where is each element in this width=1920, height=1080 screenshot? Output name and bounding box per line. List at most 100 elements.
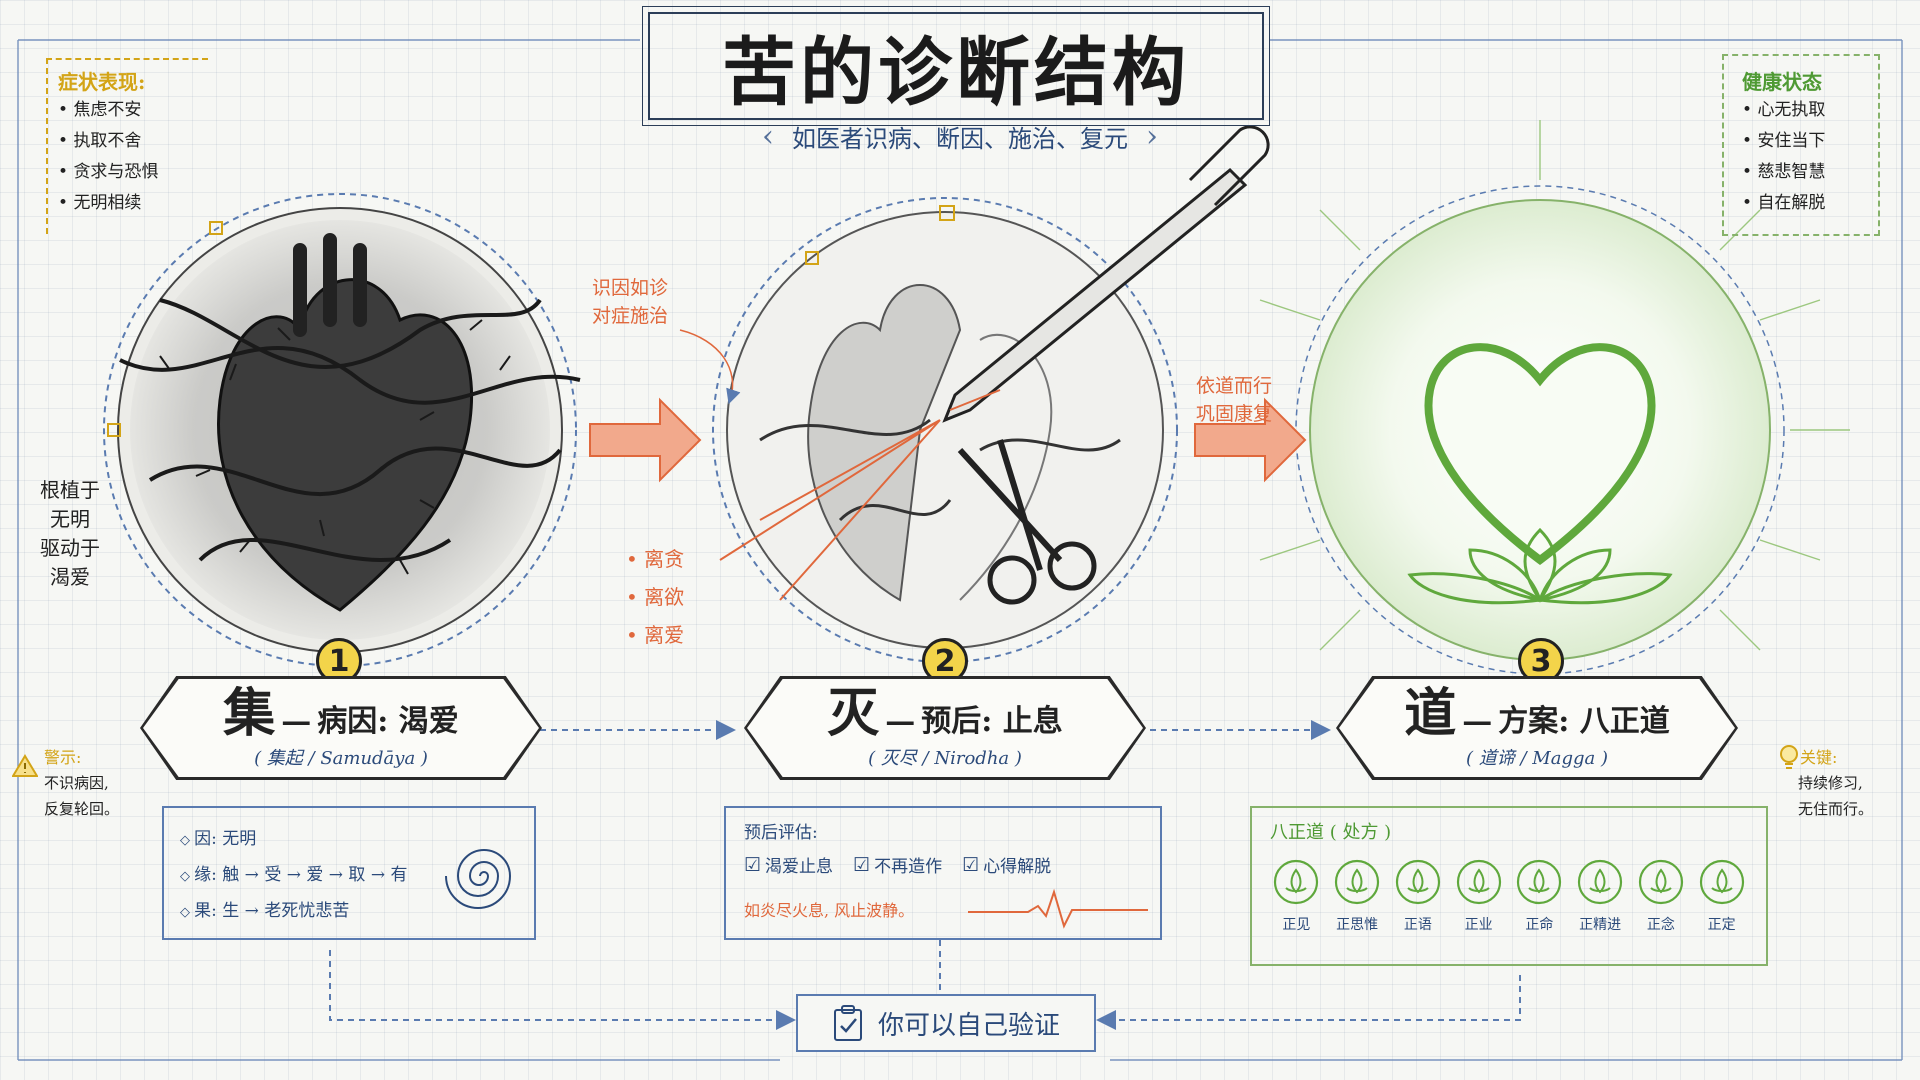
warning-line: 不识病因,: [44, 774, 109, 792]
prognosis-check: 渴爱止息: [744, 852, 833, 877]
eightfold-path-item: 正定: [1695, 858, 1748, 934]
eightfold-path-label: 正念: [1646, 917, 1675, 933]
subtitle-text: 如医者识病、断因、施治、复元: [792, 124, 1128, 153]
eightfold-path-label: 正业: [1464, 917, 1493, 933]
root-note: 根植于 无明 驱动于 渴爱: [30, 476, 110, 592]
eightfold-path-label: 正见: [1282, 917, 1311, 933]
spiral-icon: [445, 849, 512, 909]
path-symbol-icon: [1274, 859, 1319, 905]
key-text: 持续修习, 无住而行。: [1798, 770, 1873, 822]
path-symbol-icon: [1699, 859, 1744, 905]
eightfold-path-head: 八正道 ( 处方 ): [1270, 822, 1392, 843]
scalpel-heart-illustration: [712, 125, 1270, 663]
root-note-line: 渴爱: [50, 565, 90, 589]
prognosis-box: 预后评估: 渴爱止息 不再造作 心得解脱 如炎尽火息, 风止波静。: [724, 806, 1162, 940]
stage-title: 病因: 渴爱: [317, 704, 459, 739]
arrow-label-1: 识因如诊 对症施治: [592, 274, 668, 330]
eightfold-path-item: 正思惟: [1331, 858, 1384, 934]
path-symbol-icon: [1638, 859, 1683, 905]
eightfold-path-label: 正命: [1525, 917, 1554, 933]
arrow-label-line: 依道而行: [1196, 375, 1273, 397]
cessation-item: 离贪: [626, 540, 684, 578]
warning-text: 不识病因, 反复轮回。: [44, 770, 119, 822]
prognosis-head: 预后评估:: [744, 823, 818, 843]
key-line: 无住而行。: [1798, 800, 1874, 818]
stage-label-2: 灭 — 预后: 止息 ( 灭尽 / Nirodha ): [744, 676, 1146, 780]
symptom-item: 焦虑不安: [58, 95, 208, 126]
stage-label-3: 道 — 方案: 八正道 ( 道谛 / Magga ): [1336, 676, 1738, 780]
stage-dash: —: [1462, 704, 1493, 739]
cessation-list: 离贪 离欲 离爱: [626, 540, 684, 654]
symptoms-panel: 症状表现: 焦虑不安 执取不舍 贪求与恐惧 无明相续: [46, 58, 208, 234]
verify-footer: 你可以自己验证: [796, 994, 1096, 1052]
eightfold-path-item: 正语: [1392, 858, 1445, 934]
health-item: 安住当下: [1742, 126, 1878, 157]
symptom-item: 执取不舍: [58, 126, 208, 157]
path-symbol-icon: [1517, 859, 1562, 905]
symptom-item: 无明相续: [58, 188, 208, 219]
stage-char: 灭: [827, 683, 880, 744]
health-item: 慈悲智慧: [1742, 157, 1878, 188]
warning-line: 反复轮回。: [44, 800, 120, 818]
eightfold-path-item: 正念: [1635, 858, 1688, 934]
symptoms-title: 症状表现:: [58, 70, 146, 94]
eightfold-path-item: 正见: [1270, 858, 1323, 934]
eightfold-path-item: 正业: [1452, 858, 1505, 934]
path-symbol-icon: [1335, 859, 1380, 905]
heart-thorns-illustration: [103, 193, 581, 667]
eightfold-path-label: 正思惟: [1336, 917, 1379, 933]
warning-title: 警示:: [44, 748, 82, 767]
root-note-line: 无明: [50, 507, 90, 531]
page-title: 苦的诊断结构: [642, 6, 1270, 126]
cause-box: 因: 无明 缘: 触 → 受 → 爱 → 取 → 有 果: 生 → 老死忧悲苦: [162, 806, 536, 940]
eightfold-path-item: 正命: [1513, 858, 1566, 934]
green-heart-illustration: [1230, 120, 1850, 740]
eightfold-path-label: 正定: [1707, 917, 1736, 933]
stage-subtitle: ( 道谛 / Magga ): [1466, 748, 1608, 769]
cause-row: 缘: 触 → 受 → 爱 → 取 → 有: [180, 858, 518, 894]
cessation-item: 离爱: [626, 616, 684, 654]
root-note-line: 驱动于: [40, 536, 100, 560]
stage-char: 道: [1404, 683, 1457, 744]
prognosis-motto: 如炎尽火息, 风止波静。: [744, 901, 915, 920]
stage-subtitle: ( 集起 / Samudāya ): [254, 748, 428, 769]
health-item: 自在解脱: [1742, 188, 1878, 219]
stage-dash: —: [281, 704, 312, 739]
heartbeat-line-icon: [968, 888, 1148, 929]
arrow-label-2: 依道而行 巩固康复: [1196, 372, 1272, 428]
stage-label-1: 集 — 病因: 渴爱 ( 集起 / Samudāya ): [140, 676, 542, 780]
stage-title: 预后: 止息: [921, 704, 1063, 739]
subtitle-left-bracket: ‹: [762, 118, 774, 154]
key-line: 持续修习,: [1798, 774, 1863, 792]
prognosis-check: 心得解脱: [962, 852, 1051, 877]
warning-icon: [12, 754, 38, 777]
footer-text: 你可以自己验证: [877, 1010, 1060, 1041]
cause-row: 因: 无明: [180, 822, 518, 858]
arrow-label-line: 对症施治: [592, 305, 669, 327]
path-symbol-icon: [1578, 859, 1623, 905]
eightfold-path-label: 正语: [1403, 917, 1432, 933]
cause-row: 果: 生 → 老死忧悲苦: [180, 894, 518, 930]
health-item: 心无执取: [1742, 95, 1878, 126]
arrow-label-line: 识因如诊: [592, 277, 669, 299]
eightfold-path-label: 正精进: [1579, 917, 1622, 933]
clipboard-check-icon: [833, 1005, 862, 1041]
health-panel: 健康状态 心无执取 安住当下 慈悲智慧 自在解脱: [1722, 54, 1880, 236]
stage-char: 集: [223, 683, 276, 744]
arrow-label-line: 巩固康复: [1196, 403, 1273, 425]
health-title: 健康状态: [1742, 70, 1822, 94]
lightbulb-icon: [1780, 745, 1798, 769]
symptom-item: 贪求与恐惧: [58, 157, 208, 188]
prognosis-check: 不再造作: [853, 852, 942, 877]
eightfold-path-box: 八正道 ( 处方 ) 正见 正思惟 正语 正业 正命 正精进 正念 正定: [1250, 806, 1768, 966]
page-subtitle: ‹ 如医者识病、断因、施治、复元 ›: [700, 116, 1220, 156]
stage-dash: —: [885, 704, 916, 739]
subtitle-right-bracket: ›: [1146, 118, 1158, 154]
root-note-line: 根植于: [40, 478, 100, 502]
key-title: 关键:: [1800, 748, 1838, 767]
cessation-item: 离欲: [626, 578, 684, 616]
eightfold-path-item: 正精进: [1574, 858, 1627, 934]
stage-title: 方案: 八正道: [1498, 704, 1670, 739]
stage-subtitle: ( 灭尽 / Nirodha ): [868, 748, 1022, 769]
